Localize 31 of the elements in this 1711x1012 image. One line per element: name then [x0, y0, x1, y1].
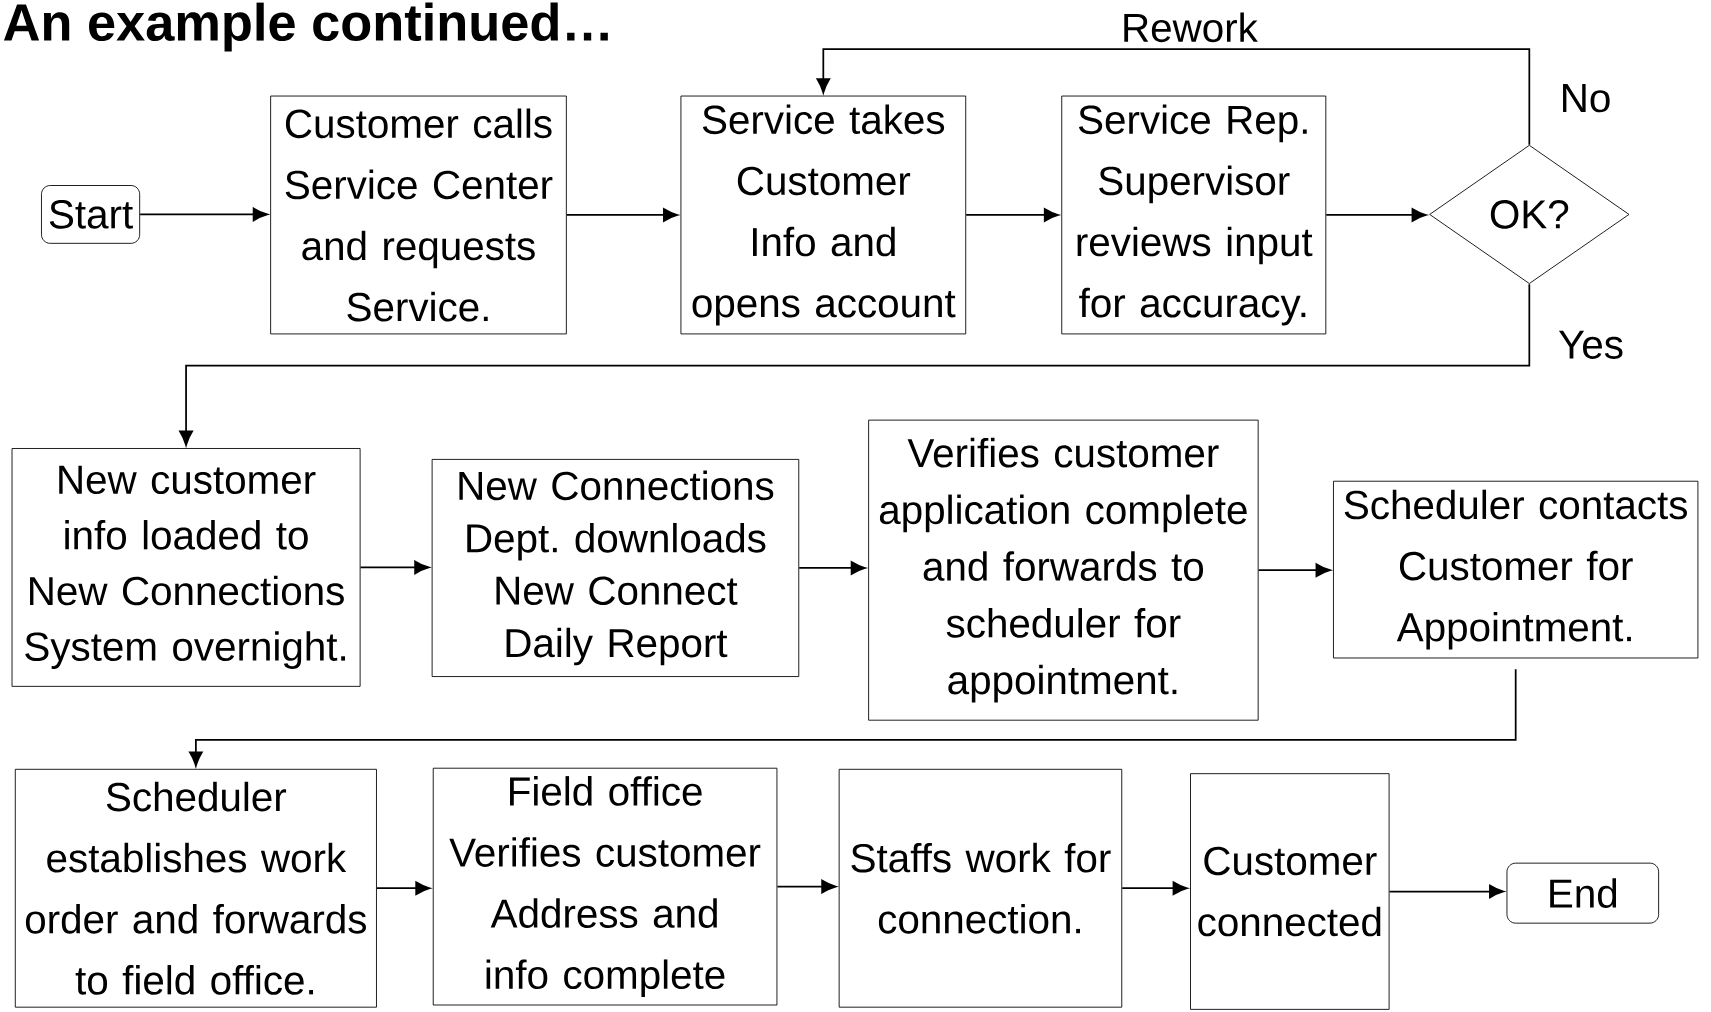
arrow [359, 560, 430, 575]
process-box: Service takes Customer Info and opens account [680, 95, 967, 335]
process-box: Customer connected [1190, 773, 1390, 1011]
terminal-box: Start [41, 185, 141, 244]
arrow [798, 561, 866, 576]
terminal-box: End [1506, 862, 1660, 924]
process-box: Field office Verifies customer Address and info complete [432, 768, 778, 1006]
arrow [1325, 208, 1427, 223]
process-box: Customer calls Service Center and requests Service. [270, 95, 567, 335]
process-box: New Connections Dept. downloads New Connect Daily Report [431, 459, 800, 678]
arrow [565, 208, 679, 223]
edge-label: Yes [1555, 328, 1627, 362]
process-box: New customer info loaded to New Connections System overnight. [11, 448, 361, 688]
arrow [965, 208, 1060, 223]
arrow [1388, 884, 1505, 899]
arrow [189, 668, 1517, 767]
arrow [139, 207, 268, 222]
arrow [1121, 881, 1188, 896]
edge-label: No [1557, 82, 1614, 115]
arrow [376, 881, 431, 896]
process-box: Verifies customer application complete and forwards to scheduler for appointment. [868, 419, 1259, 721]
arrow [1257, 563, 1331, 578]
loop-label: Rework [1118, 10, 1261, 45]
process-box: Scheduler contacts Customer for Appointment. [1333, 481, 1699, 659]
arrow [179, 283, 1531, 447]
process-box: Scheduler establishes work order and forwards to field office. [14, 769, 377, 1008]
arrow [816, 48, 1531, 146]
process-box: Staffs work for connection. [838, 769, 1123, 1008]
process-box: Service Rep. Supervisor reviews input for accuracy. [1061, 95, 1327, 335]
title: An example continued… [3, 2, 608, 52]
arrow [776, 879, 837, 894]
